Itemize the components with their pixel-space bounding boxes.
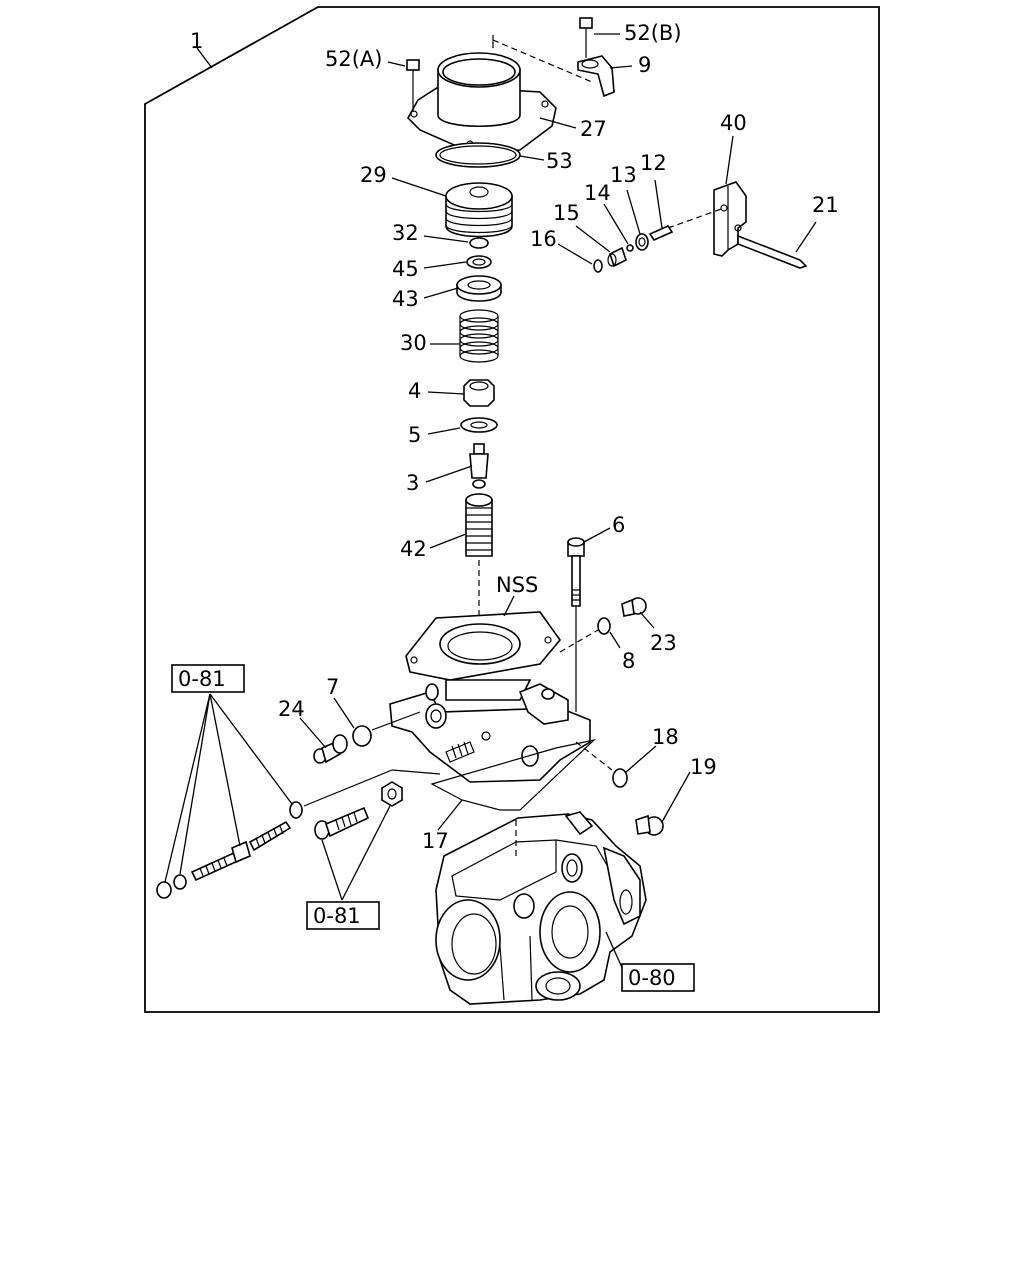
washer-adjust xyxy=(289,801,303,819)
ref-box-0-80[interactable]: 0-80 xyxy=(621,963,695,992)
label-17: 17 xyxy=(422,829,449,853)
label-5: 5 xyxy=(408,423,421,447)
label-9: 9 xyxy=(638,53,651,77)
nut-4 xyxy=(463,379,495,407)
label-29: 29 xyxy=(360,163,387,187)
sleeve-15 xyxy=(607,246,627,268)
label-3: 3 xyxy=(406,471,419,495)
screw-19 xyxy=(635,814,664,836)
screw-52a xyxy=(406,59,420,112)
label-13: 13 xyxy=(610,163,637,187)
label-1: 1 xyxy=(190,29,203,53)
svg-text:0-81: 0-81 xyxy=(178,667,226,691)
label-32: 32 xyxy=(392,221,419,245)
label-27: 27 xyxy=(580,117,607,141)
label-42: 42 xyxy=(400,537,427,561)
bushing-13 xyxy=(635,233,649,251)
label-19: 19 xyxy=(690,755,717,779)
ref-box-0-81-top[interactable]: 0-81 xyxy=(171,664,245,693)
bolt-6 xyxy=(567,537,585,607)
label-24: 24 xyxy=(278,697,305,721)
oring-53 xyxy=(435,142,521,168)
label-6: 6 xyxy=(612,513,625,537)
adjust-screw-left xyxy=(156,820,292,899)
label-14: 14 xyxy=(584,181,611,205)
label-16: 16 xyxy=(530,227,557,251)
shaft-3 xyxy=(469,443,489,489)
washer-18 xyxy=(612,768,628,788)
pin-21 xyxy=(737,234,808,269)
washer-8 xyxy=(597,617,611,635)
washer-45 xyxy=(466,255,492,269)
pump-body xyxy=(435,811,647,1005)
bellows-42 xyxy=(465,493,493,557)
washer-5 xyxy=(460,417,498,433)
label-12: 12 xyxy=(640,151,667,175)
bolt-23 xyxy=(621,597,647,617)
housing-main xyxy=(389,611,591,783)
label-30: 30 xyxy=(400,331,427,355)
label-45: 45 xyxy=(392,257,419,281)
plug-7 xyxy=(352,725,372,747)
leader-lines xyxy=(164,33,817,973)
label-18: 18 xyxy=(652,725,679,749)
nut-adjust xyxy=(381,781,403,807)
label-53: 53 xyxy=(546,149,573,173)
clip-16 xyxy=(593,259,603,273)
washer-32 xyxy=(469,237,489,249)
seat-43 xyxy=(456,275,502,302)
label-43: 43 xyxy=(392,287,419,311)
screw-52b xyxy=(579,17,593,58)
label-23: 23 xyxy=(650,631,677,655)
label-4: 4 xyxy=(408,379,421,403)
spring-30 xyxy=(459,309,499,363)
adjust-screw-right xyxy=(314,806,370,840)
diagram-frame xyxy=(144,6,880,1013)
ball-14 xyxy=(626,244,634,252)
label-52b: 52(B) xyxy=(624,21,682,45)
label-40: 40 xyxy=(720,111,747,135)
label-52a: 52(A) xyxy=(325,47,382,71)
svg-text:0-80: 0-80 xyxy=(628,966,676,990)
bolt-24 xyxy=(313,734,348,764)
label-8: 8 xyxy=(622,649,635,673)
pin-12 xyxy=(648,224,674,242)
svg-text:0-81: 0-81 xyxy=(313,904,361,928)
ref-box-0-81-bottom[interactable]: 0-81 xyxy=(306,901,380,930)
label-nss: NSS xyxy=(496,573,538,597)
label-7: 7 xyxy=(326,675,339,699)
bracket-9 xyxy=(577,55,615,98)
piston-29 xyxy=(445,182,513,238)
label-15: 15 xyxy=(553,201,580,225)
label-21: 21 xyxy=(812,193,839,217)
cover-27 xyxy=(407,52,557,153)
